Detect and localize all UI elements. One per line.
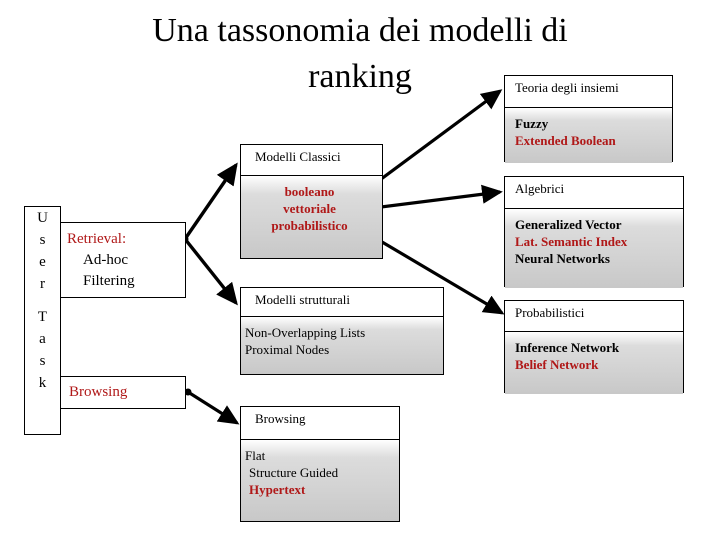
card-teoria-degli-insiemi[interactable]: Teoria degli insiemi Fuzzy Extended Bool… — [504, 75, 673, 163]
card-item: Neural Networks — [515, 251, 610, 266]
rail-letter: e — [39, 254, 46, 270]
card-modelli-strutturali[interactable]: Modelli strutturali Non-Overlapping List… — [240, 287, 444, 375]
card-item: vettoriale — [283, 201, 336, 216]
user-task-rail: U s e r T a s k — [24, 206, 61, 435]
card-header: Browsing — [241, 407, 399, 440]
card-item: probabilistico — [271, 218, 348, 233]
rail-spacer — [25, 295, 60, 306]
rail-letter: r — [40, 276, 45, 292]
rail-letter: s — [39, 353, 46, 369]
card-algebrici[interactable]: Algebrici Generalized Vector Lat. Semant… — [504, 176, 684, 288]
card-body: Fuzzy Extended Boolean — [505, 108, 672, 163]
rail-letter: k — [38, 375, 47, 391]
card-body: Generalized Vector Lat. Semantic Index N… — [505, 209, 683, 288]
rail-letter: T — [37, 309, 48, 325]
card-body: Inference Network Belief Network — [505, 332, 683, 394]
card-modelli-classici[interactable]: Modelli Classici booleano vettoriale pro… — [240, 144, 383, 259]
rail-letter: U — [37, 210, 48, 226]
card-item: booleano — [284, 184, 335, 199]
rail-letter: a — [39, 331, 46, 347]
card-item: Flat — [245, 448, 266, 463]
card-header: Modelli Classici — [241, 145, 382, 176]
card-probabilistici[interactable]: Probabilistici Inference Network Belief … — [504, 300, 684, 394]
card-item: Proximal Nodes — [245, 342, 330, 357]
card-header: Probabilistici — [505, 301, 683, 332]
card-item: Non-Overlapping Lists — [245, 325, 366, 340]
connector-browsing-to-browsing — [184, 388, 240, 425]
card-header: Modelli strutturali — [241, 288, 443, 317]
card-item: Belief Network — [515, 357, 599, 372]
card-browsing[interactable]: Browsing Flat Structure Guided Hypertext — [240, 406, 400, 522]
card-body: booleano vettoriale probabilistico — [241, 176, 382, 258]
retrieval-adhoc: Ad-hoc — [83, 252, 128, 268]
card-item: Extended Boolean — [515, 133, 616, 148]
rail-letter: s — [39, 232, 46, 248]
card-item: Fuzzy — [515, 116, 549, 131]
task-box-retrieval[interactable]: Retrieval: Ad-hoc Filtering — [60, 222, 186, 298]
card-item: Structure Guided — [249, 465, 339, 480]
connector-retrieval-to-modelli-classici — [181, 162, 238, 243]
card-header: Algebrici — [505, 177, 683, 209]
card-item: Hypertext — [249, 482, 306, 497]
card-item: Generalized Vector — [515, 217, 622, 232]
retrieval-label: Retrieval: — [67, 231, 127, 247]
card-body: Non-Overlapping Lists Proximal Nodes — [241, 317, 443, 374]
card-body: Flat Structure Guided Hypertext — [241, 440, 399, 521]
page-title: Una tassonomia dei modelli di ranking — [152, 12, 568, 95]
connector-retrieval-to-modelli-strutturali — [183, 237, 238, 306]
card-item: Inference Network — [515, 340, 620, 355]
retrieval-filtering: Filtering — [83, 273, 135, 289]
card-item: Lat. Semantic Index — [515, 234, 628, 249]
task-box-browsing[interactable]: Browsing — [60, 376, 186, 409]
card-header: Teoria degli insiemi — [505, 76, 672, 108]
browsing-task-label: Browsing — [69, 384, 128, 400]
